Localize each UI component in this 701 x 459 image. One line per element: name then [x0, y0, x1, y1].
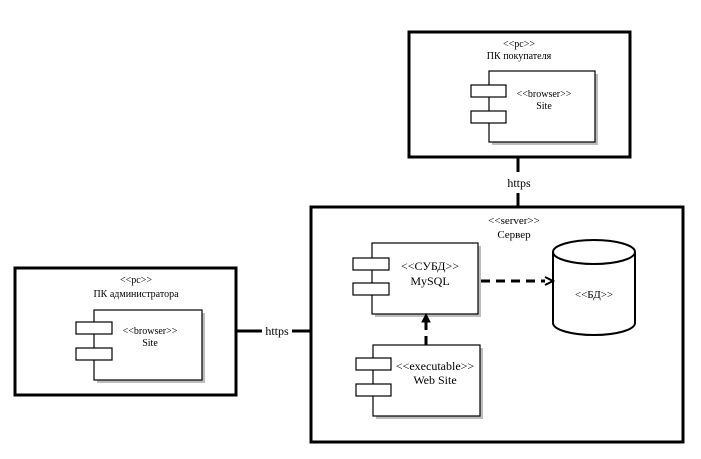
node-admin-pc-stereotype: <<pc>>	[120, 275, 152, 286]
component-tab-icon	[75, 321, 113, 335]
component-tab-icon	[352, 282, 390, 296]
component-web-site[interactable]: <<executable>> Web Site	[355, 344, 483, 419]
database-top	[552, 239, 636, 265]
database-cylinder[interactable]: <<БД>>	[552, 239, 636, 336]
component-customer-browser-stereotype: <<browser>>	[517, 89, 572, 100]
arrowhead-icon	[544, 276, 556, 286]
component-admin-browser-stereotype: <<browser>>	[123, 326, 178, 337]
component-tab-icon	[355, 357, 392, 371]
component-box[interactable]	[488, 70, 596, 143]
database-stereotype: <<БД>>	[575, 289, 613, 301]
component-dbms-name: MySQL	[410, 274, 449, 288]
component-admin-browser-name: Site	[142, 338, 158, 349]
dependency-website-to-dbms	[421, 312, 431, 345]
node-admin-pc[interactable]: <<pc>> ПК администратора <<browser>> Sit…	[13, 266, 238, 397]
component-tab-icon	[355, 383, 392, 397]
arrowhead-icon	[421, 312, 431, 323]
component-tab-icon	[75, 347, 113, 361]
link-label-https-left: https	[265, 324, 289, 338]
node-customer-pc-stereotype: <<pc>>	[503, 39, 535, 50]
node-server-stereotype: <<server>>	[488, 215, 540, 227]
component-tab-icon	[352, 257, 390, 271]
component-tab-icon	[470, 110, 507, 124]
component-web-site-name: Web Site	[413, 373, 456, 387]
link-admin-server: https	[236, 324, 311, 338]
component-dbms-mysql[interactable]: <<СУБД>> MySQL	[352, 242, 481, 317]
database-body[interactable]	[552, 252, 636, 336]
component-dbms-stereotype: <<СУБД>>	[401, 259, 459, 273]
component-admin-browser[interactable]: <<browser>> Site	[75, 309, 205, 383]
link-customer-server: https	[507, 157, 531, 207]
dependency-dbms-to-database	[481, 276, 556, 286]
component-web-site-stereotype: <<executable>>	[396, 359, 475, 373]
node-customer-pc[interactable]: <<pc>> ПК покупателя <<browser>> Site	[407, 30, 632, 159]
node-server-name: Сервер	[497, 229, 531, 241]
component-tab-icon	[470, 84, 507, 98]
link-label-https-top: https	[507, 176, 531, 190]
node-server[interactable]: <<server>> Сервер <<СУБД>> MySQL <<execu…	[309, 205, 685, 444]
node-customer-pc-name: ПК покупателя	[487, 51, 552, 62]
component-customer-browser-name: Site	[536, 101, 552, 112]
component-box[interactable]	[371, 242, 479, 315]
component-customer-browser[interactable]: <<browser>> Site	[470, 70, 598, 145]
node-admin-pc-name: ПК администратора	[93, 289, 179, 300]
